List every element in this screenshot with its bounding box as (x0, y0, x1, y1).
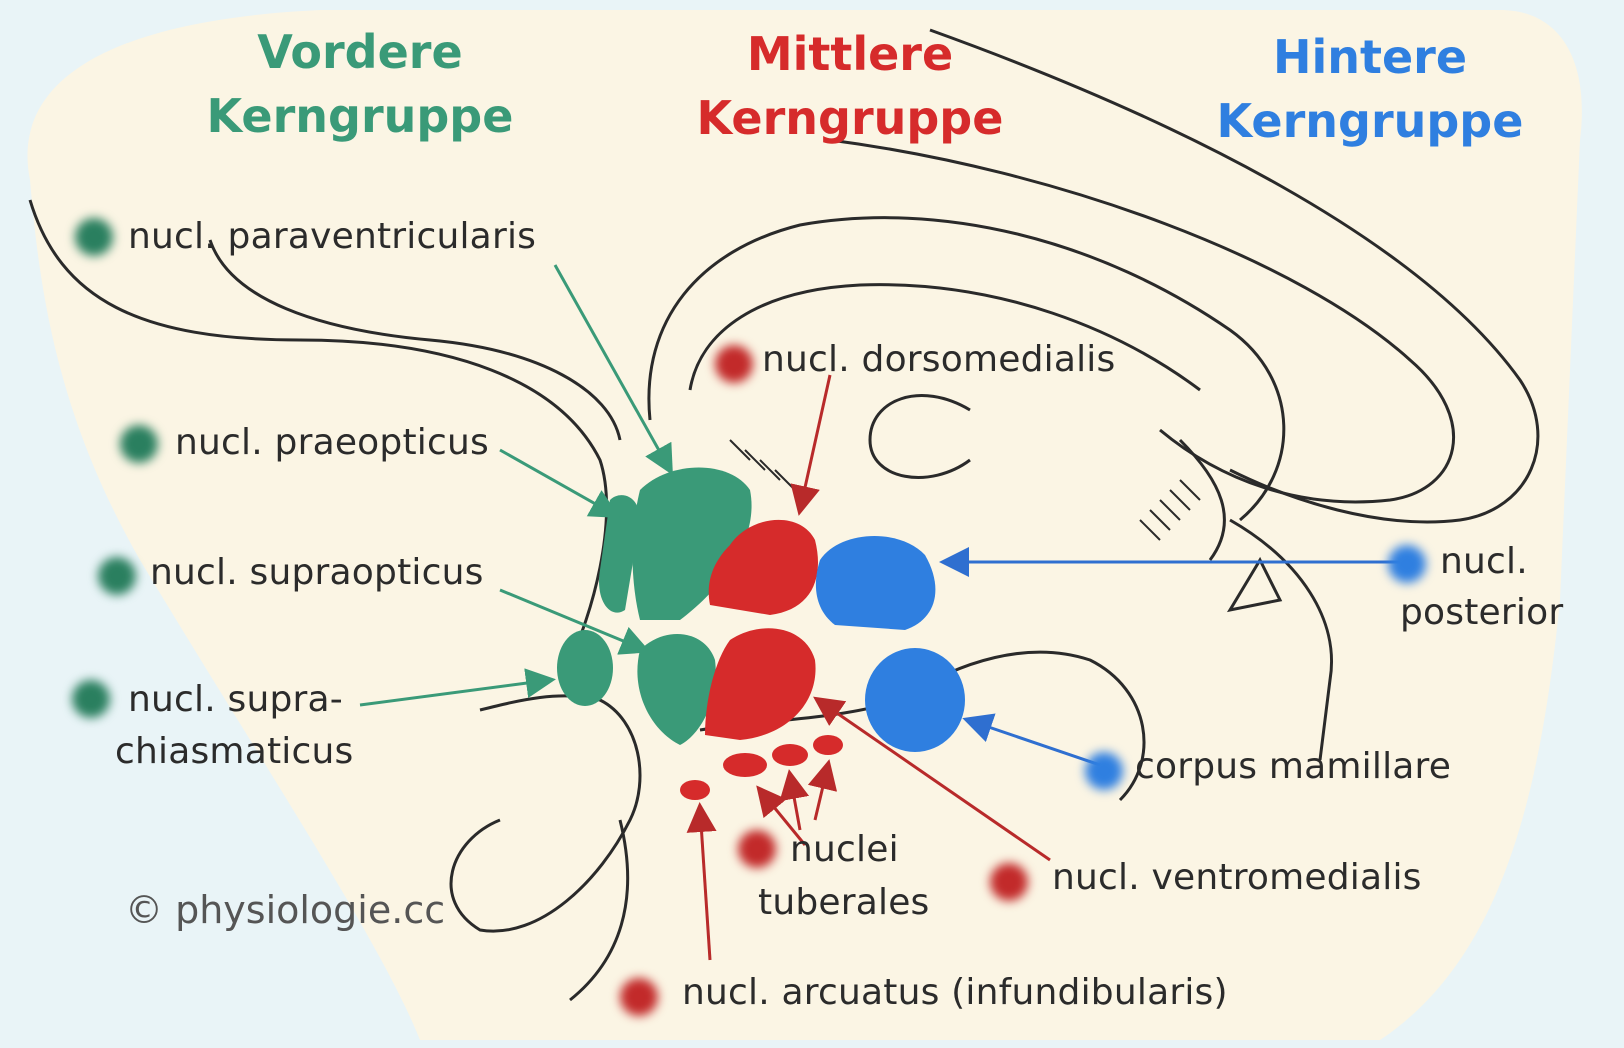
label-tuberales-line2: tuberales (758, 882, 930, 923)
label-supraopticus: nucl. supraopticus (150, 552, 484, 593)
brain-tissue-area (27, 10, 1582, 1040)
marker-dot-arcuatus (620, 978, 658, 1016)
marker-dot-supraopticus (98, 557, 136, 595)
heading-posterior-line2: Kerngruppe (1216, 94, 1524, 148)
heading-middle-line1: Mittlere (746, 27, 954, 81)
brain-outlines (28, 28, 1540, 1002)
heading-middle-line2: Kerngruppe (696, 91, 1004, 145)
label-arcuatus: nucl. arcuatus (infundibularis) (682, 972, 1228, 1013)
marker-dot-suprachiasmaticus (72, 680, 110, 718)
marker-dot-ventromedialis (990, 863, 1028, 901)
heading-anterior-line1: Vordere (257, 25, 463, 79)
marker-dot-paraventricularis (75, 218, 113, 256)
label-ventromedialis: nucl. ventromedialis (1052, 857, 1422, 898)
label-tuberales-line1: nuclei (790, 829, 899, 870)
heading-posterior-line1: Hintere (1272, 30, 1468, 84)
middle-nuclei (680, 519, 843, 800)
marker-dot-tuberales (738, 830, 776, 868)
heading-middle-group: Mittlere Kerngruppe (690, 22, 1010, 150)
heading-anterior-line2: Kerngruppe (206, 89, 514, 143)
heading-anterior-group: Vordere Kerngruppe (200, 20, 520, 148)
marker-dot-praeopticus (120, 425, 158, 463)
label-mamillare: corpus mamillare (1135, 746, 1452, 787)
label-paraventricularis: nucl. paraventricularis (128, 216, 537, 257)
copyright-notice: © physiologie.cc (125, 888, 446, 932)
anterior-nuclei (557, 467, 752, 745)
label-praeopticus: nucl. praeopticus (175, 422, 489, 463)
marker-dot-posterior (1388, 545, 1426, 583)
label-posterior-line1: nucl. (1440, 541, 1528, 582)
pointer-arrows (359, 264, 1400, 961)
marker-dot-dorsomedialis (715, 345, 753, 383)
marker-dot-mamillare (1085, 752, 1123, 790)
posterior-nuclei (815, 536, 965, 752)
fiber-hatching (729, 439, 1201, 541)
label-suprachiasmaticus-line2: chiasmaticus (115, 731, 354, 772)
heading-posterior-group: Hintere Kerngruppe (1210, 25, 1530, 153)
label-posterior-line2: posterior (1400, 592, 1564, 633)
label-suprachiasmaticus-line1: nucl. supra- (128, 679, 343, 720)
label-dorsomedialis: nucl. dorsomedialis (762, 339, 1116, 380)
